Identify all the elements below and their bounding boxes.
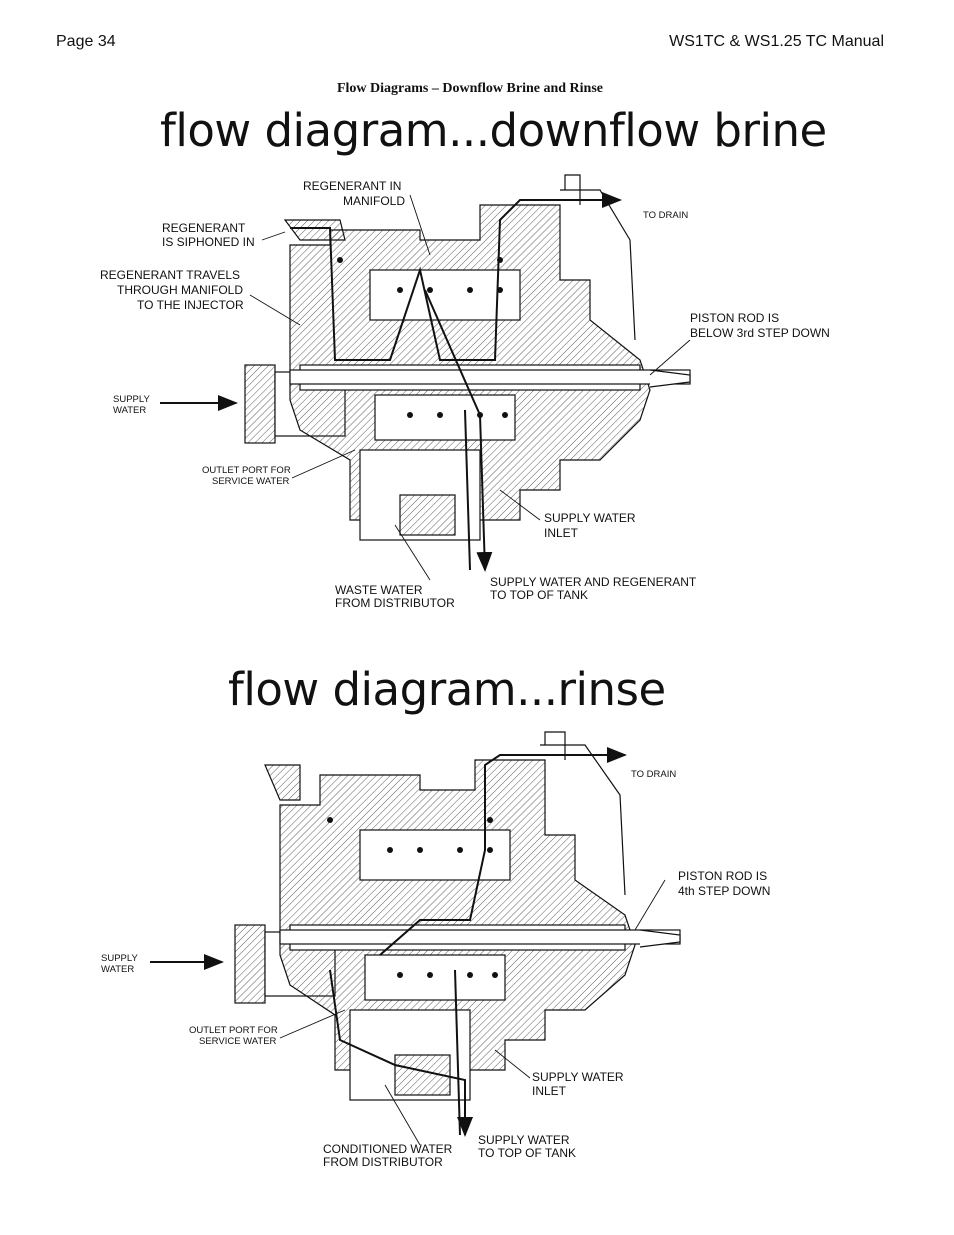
- label-regenerant-in-manifold-2: MANIFOLD: [343, 194, 405, 208]
- page-number: Page 34: [56, 33, 116, 50]
- downflow-brine-valve-diagram: REGENERANT IN MANIFOLD REGENERANT IS SIP…: [100, 174, 830, 610]
- flow-lines: [160, 192, 622, 572]
- label-supply-to-tank-2: TO TOP OF TANK: [478, 1146, 576, 1160]
- label-supply-water-inlet-1: SUPPLY WATER: [532, 1070, 624, 1084]
- callout-labels: REGENERANT IN MANIFOLD REGENERANT IS SIP…: [100, 179, 830, 610]
- label-waste-water-2: FROM DISTRIBUTOR: [335, 596, 455, 610]
- rinse-valve-diagram: TO DRAIN PISTON ROD IS 4th STEP DOWN SUP…: [101, 731, 770, 1169]
- label-outlet-port-2: SERVICE WATER: [212, 476, 290, 487]
- label-supply-water-1: SUPPLY: [101, 953, 138, 964]
- label-regenerant-siphoned-2: IS SIPHONED IN: [162, 235, 255, 249]
- label-supply-water-inlet-1: SUPPLY WATER: [544, 511, 636, 525]
- label-supply-water-2: WATER: [101, 964, 134, 975]
- label-supply-to-tank-1: SUPPLY WATER: [478, 1133, 570, 1147]
- label-outlet-port-2: SERVICE WATER: [199, 1036, 277, 1047]
- label-piston-rod-1: PISTON ROD IS: [678, 869, 767, 883]
- label-supply-to-tank-1: SUPPLY WATER AND REGENERANT: [490, 575, 697, 589]
- label-conditioned-water-2: FROM DISTRIBUTOR: [323, 1155, 443, 1169]
- diagram-title-downflow-brine: flow diagram...downflow brine: [160, 104, 827, 157]
- label-outlet-port-1: OUTLET PORT FOR: [202, 465, 291, 476]
- label-regenerant-in-manifold-1: REGENERANT IN: [303, 179, 401, 193]
- label-supply-water-inlet-2: INLET: [532, 1084, 567, 1098]
- label-waste-water-1: WASTE WATER: [335, 583, 423, 597]
- label-conditioned-water-1: CONDITIONED WATER: [323, 1142, 453, 1156]
- section-title: Flow Diagrams – Downflow Brine and Rinse: [336, 81, 603, 96]
- label-supply-water-inlet-2: INLET: [544, 526, 579, 540]
- label-piston-rod-2: 4th STEP DOWN: [678, 884, 770, 898]
- manual-title: WS1TC & WS1.25 TC Manual: [669, 33, 884, 50]
- label-supply-water-2: WATER: [113, 405, 146, 416]
- label-regenerant-travels-3: TO THE INJECTOR: [137, 298, 244, 312]
- label-regenerant-siphoned-1: REGENERANT: [162, 221, 246, 235]
- label-piston-rod-1: PISTON ROD IS: [690, 311, 779, 325]
- label-outlet-port-1: OUTLET PORT FOR: [189, 1025, 278, 1036]
- label-supply-to-tank-2: TO TOP OF TANK: [490, 588, 588, 602]
- label-regenerant-travels-2: THROUGH MANIFOLD: [117, 283, 243, 297]
- label-regenerant-travels-1: REGENERANT TRAVELS: [100, 268, 240, 282]
- label-piston-rod-2: BELOW 3rd STEP DOWN: [690, 326, 830, 340]
- label-to-drain: TO DRAIN: [631, 769, 676, 780]
- label-supply-water-1: SUPPLY: [113, 394, 150, 405]
- flow-lines: [150, 747, 627, 1137]
- valve-body: [234, 731, 681, 1101]
- callout-labels: TO DRAIN PISTON ROD IS 4th STEP DOWN SUP…: [101, 769, 770, 1169]
- valve-body: [244, 174, 691, 541]
- label-to-drain: TO DRAIN: [643, 210, 688, 221]
- diagram-title-rinse: flow diagram...rinse: [228, 663, 666, 716]
